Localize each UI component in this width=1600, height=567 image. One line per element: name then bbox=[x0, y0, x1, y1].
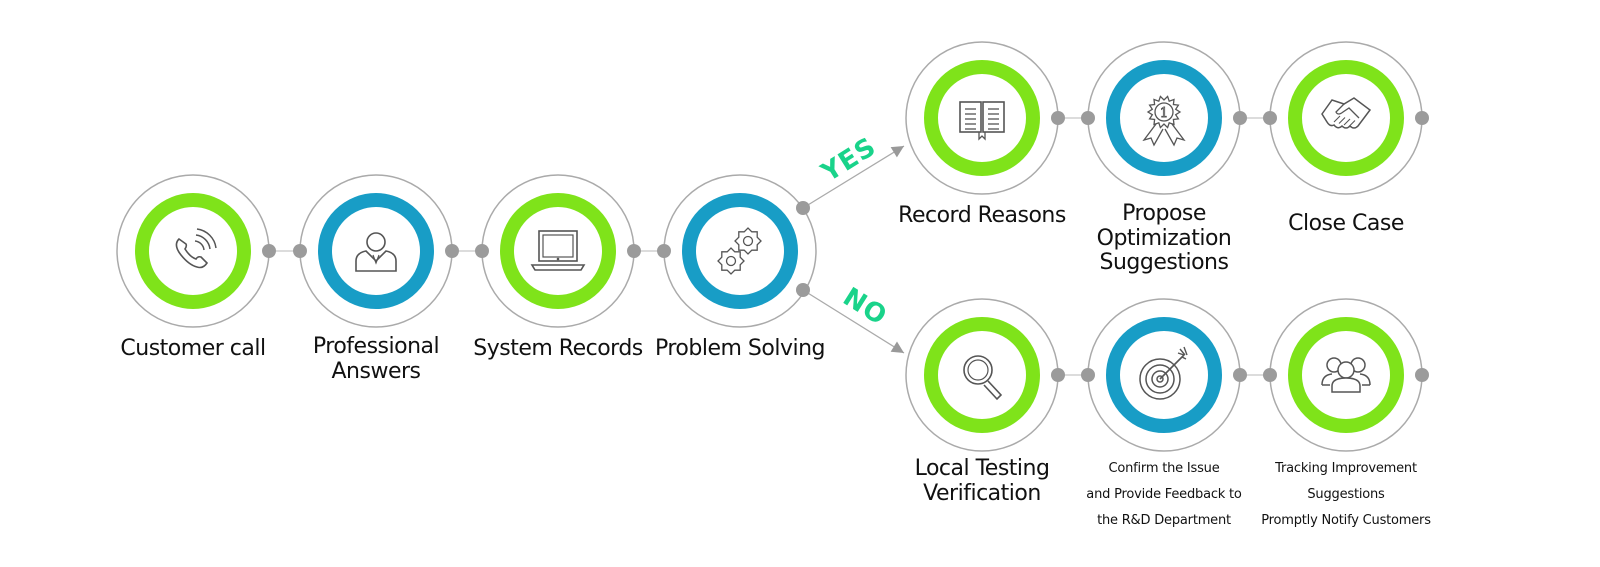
step-label-line: Suggestions bbox=[1307, 487, 1385, 502]
yes-arrow-line bbox=[802, 145, 905, 209]
color-ring bbox=[1288, 60, 1404, 176]
step-label-line: Local Testing bbox=[914, 456, 1050, 481]
book-icon bbox=[959, 101, 1005, 141]
connector-dot bbox=[445, 244, 459, 258]
step-tracking-improvement bbox=[1269, 298, 1423, 452]
step-record-reasons bbox=[905, 41, 1059, 195]
connector-dot bbox=[1233, 368, 1247, 382]
step-label-line: Suggestions bbox=[1099, 250, 1229, 276]
gears-icon bbox=[717, 227, 762, 275]
step-label-line: Optimization bbox=[1096, 225, 1232, 251]
phone-icon bbox=[175, 228, 217, 269]
step-label-line: Close Case bbox=[1288, 211, 1404, 236]
person-icon bbox=[355, 232, 397, 272]
connector-dot bbox=[293, 244, 307, 258]
connector-dot bbox=[657, 244, 671, 258]
connector-dot bbox=[475, 244, 489, 258]
step-label-line: the R&D Department bbox=[1097, 513, 1231, 528]
connector-dot bbox=[1081, 111, 1095, 125]
color-ring bbox=[924, 317, 1040, 433]
step-customer-call bbox=[116, 174, 270, 328]
step-local-testing bbox=[905, 298, 1059, 452]
connector-dot bbox=[1263, 368, 1277, 382]
step-label-line: and Provide Feedback to bbox=[1086, 487, 1242, 502]
step-label-line: Answers bbox=[331, 358, 422, 384]
connector-dot bbox=[262, 244, 276, 258]
connector-dot bbox=[796, 283, 810, 297]
step-label: System Records bbox=[473, 336, 643, 362]
handshake-icon bbox=[1321, 97, 1372, 129]
connector-dot bbox=[1081, 368, 1095, 382]
step-label: Confirm the Issue and Provide Feedback to… bbox=[1086, 456, 1242, 534]
step-system-records bbox=[481, 174, 635, 328]
step-problem-solving bbox=[663, 174, 817, 328]
step-propose-optimization: 1 bbox=[1087, 41, 1241, 195]
step-label-line: System Records bbox=[473, 336, 643, 361]
color-ring bbox=[1106, 60, 1222, 176]
color-ring bbox=[924, 60, 1040, 176]
award-icon: 1 bbox=[1142, 95, 1186, 147]
connector-dot bbox=[1051, 111, 1065, 125]
step-label-line: Customer call bbox=[120, 336, 266, 361]
connector-dot bbox=[1051, 368, 1065, 382]
target-icon bbox=[1139, 346, 1188, 400]
no-arrow-line bbox=[802, 289, 905, 354]
color-ring bbox=[500, 193, 616, 309]
step-label-line: Confirm the Issue bbox=[1108, 461, 1220, 476]
color-ring bbox=[135, 193, 251, 309]
step-label: Customer call bbox=[120, 336, 266, 362]
magnifier-icon bbox=[963, 355, 1003, 401]
step-label-line: Tracking Improvement bbox=[1275, 461, 1417, 476]
step-label: Problem Solving bbox=[654, 336, 826, 362]
step-close-case bbox=[1269, 41, 1423, 195]
color-ring bbox=[682, 193, 798, 309]
laptop-icon bbox=[530, 230, 586, 271]
step-label-line: Problem Solving bbox=[654, 336, 826, 361]
connector-dot bbox=[1415, 368, 1429, 382]
step-label-line: Record Reasons bbox=[898, 203, 1066, 228]
step-label-line: Propose bbox=[1122, 201, 1206, 226]
connector-dot bbox=[1415, 111, 1429, 125]
step-label-line: Promptly Notify Customers bbox=[1261, 513, 1431, 528]
step-label: Close Case bbox=[1288, 211, 1404, 237]
people-icon bbox=[1321, 357, 1371, 393]
step-label: Record Reasons bbox=[898, 203, 1066, 229]
step-professional-answers bbox=[299, 174, 453, 328]
step-label-line: Verification bbox=[923, 480, 1041, 506]
connector-dot bbox=[796, 201, 810, 215]
connector-dot bbox=[1263, 111, 1277, 125]
no-arrow-head-icon bbox=[890, 341, 904, 353]
yes-arrow-head-icon bbox=[890, 146, 904, 158]
step-confirm-issue bbox=[1087, 298, 1241, 452]
svg-text:1: 1 bbox=[1160, 106, 1168, 121]
connector-dot bbox=[1233, 111, 1247, 125]
connector-dot bbox=[627, 244, 641, 258]
step-label-line: Professional bbox=[312, 334, 440, 359]
